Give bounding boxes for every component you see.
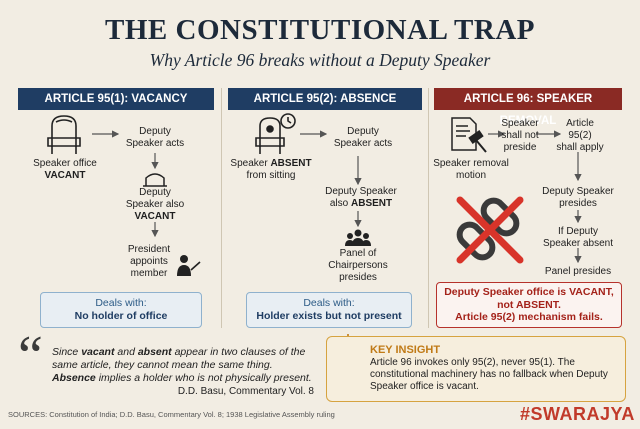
col1-step3: President appoints member	[127, 244, 171, 279]
key-insight-text: Article 96 invokes only 95(2), never 95(…	[370, 357, 608, 392]
group-icon	[345, 229, 371, 246]
presenter-icon	[177, 255, 201, 276]
column-header-96: ARTICLE 96: SPEAKER REMOVAL	[434, 88, 622, 127]
throne-chair-icon	[47, 115, 81, 154]
col2-step3: Panel of Chairpersons presides	[328, 248, 388, 283]
column-header-95-1: ARTICLE 95(1): VACANCY	[18, 88, 214, 110]
quote-icon: “	[18, 325, 43, 387]
column-header-95-2: ARTICLE 95(2): ABSENCE	[228, 88, 422, 110]
col2-step2: Deputy Speaker also ABSENT	[325, 186, 397, 209]
column-divider	[428, 88, 429, 328]
broken-chain-icon	[456, 196, 524, 264]
page-title: THE CONSTITUTIONAL TRAP	[105, 14, 535, 46]
col3-step3: If Deputy Speaker absent	[542, 226, 614, 249]
empty-chair-icon	[143, 173, 167, 187]
col2-deals-box: Deals with: Holder exists but not presen…	[246, 292, 412, 328]
col1-deals-box: Deals with: No holder of office	[40, 292, 202, 328]
chair-clock-icon	[255, 113, 296, 154]
col1-step2: Deputy Speaker also VACANT	[125, 187, 185, 222]
sources-text: SOURCES: Constitution of India; D.D. Bas…	[8, 410, 335, 419]
col3-start: Speaker removal motion	[433, 158, 509, 181]
key-insight-box	[326, 336, 626, 402]
document-gavel-icon	[451, 117, 487, 153]
col3-warning-box: Deputy Speaker office is VACANT, not ABS…	[436, 282, 622, 328]
brand-hashtag: #SWARAJYA	[520, 404, 635, 424]
col1-start: Speaker office VACANT	[33, 158, 97, 181]
quote-text: Since vacant and absent appear in two cl…	[52, 346, 312, 384]
col2-start: Speaker ABSENT from sitting	[230, 158, 312, 181]
column-divider	[221, 88, 222, 328]
page-subtitle: Why Article 96 breaks without a Deputy S…	[149, 50, 491, 70]
col2-step1: Deputy Speaker acts	[333, 126, 393, 149]
col3-step1: Speaker shall not preside	[501, 118, 539, 153]
col3-step1b: Article 95(2) shall apply	[556, 118, 604, 153]
col3-step2: Deputy Speaker presides	[542, 186, 614, 209]
col1-step1: Deputy Speaker acts	[125, 126, 185, 149]
key-insight-title: KEY INSIGHT	[370, 344, 441, 356]
col3-step4: Panel presides	[544, 266, 612, 277]
quote-attribution: D.D. Basu, Commentary Vol. 8	[177, 386, 314, 397]
